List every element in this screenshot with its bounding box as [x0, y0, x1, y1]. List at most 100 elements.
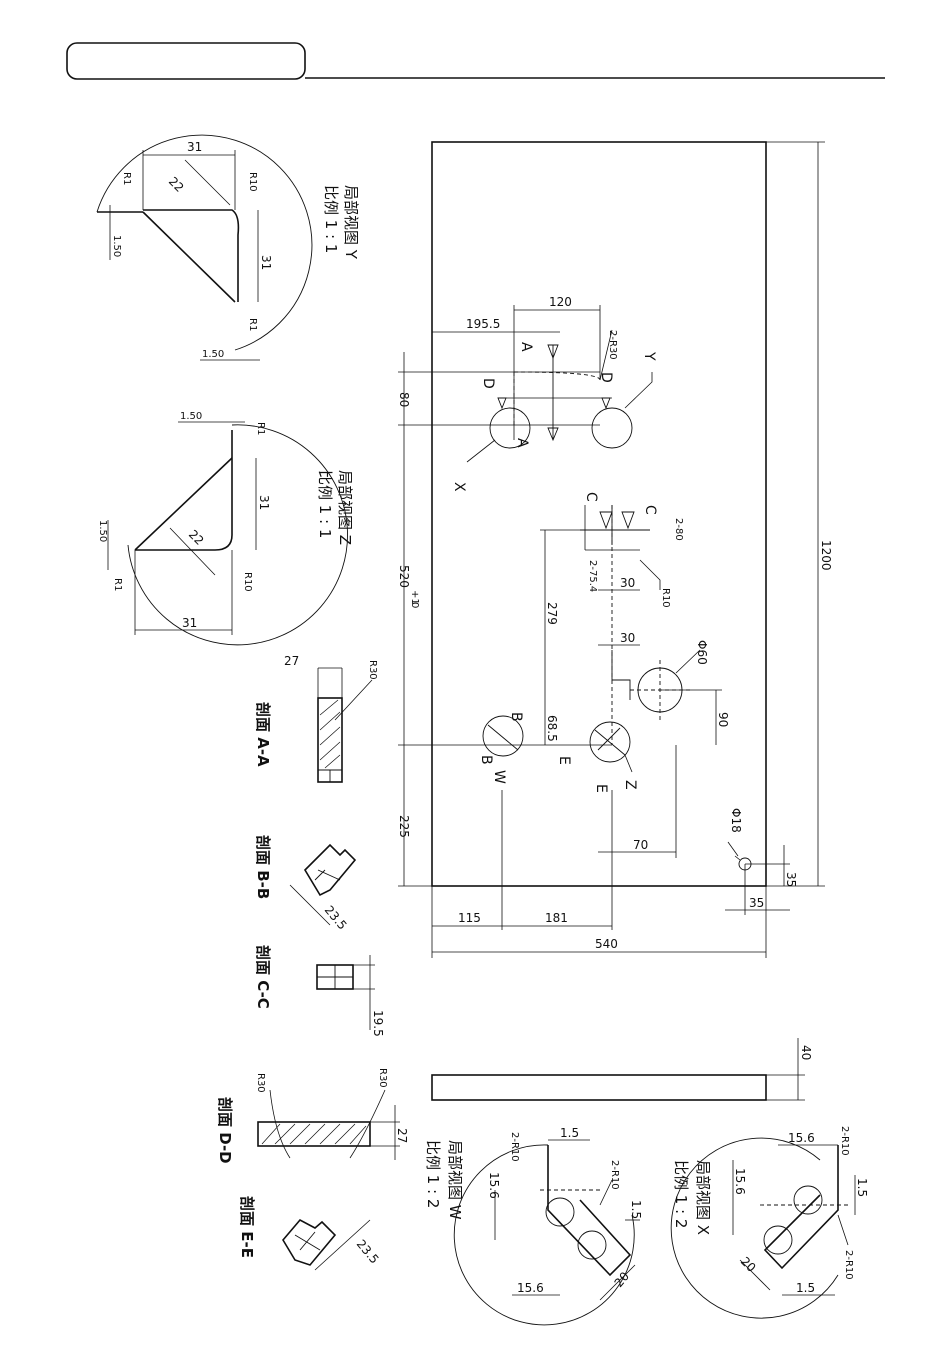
dim-181: 181	[545, 911, 568, 925]
dim-90: 90	[716, 712, 730, 727]
marker-y: Y	[641, 351, 657, 361]
dim-520-tol-top: +1	[409, 590, 420, 605]
section-aa-r30: R30	[367, 660, 378, 680]
section-aa: 27 R30 剖面 A-A	[254, 654, 378, 783]
marker-c-left: C	[583, 492, 599, 502]
hole-y	[591, 407, 633, 449]
detail-w-dim-1-5-top: 1.5	[560, 1126, 579, 1140]
title-box	[66, 42, 306, 80]
detail-x-r2-10-top: 2-R10	[839, 1126, 850, 1156]
detail-x-title: 局部视图 X	[694, 1160, 712, 1235]
detail-z-dim-31-bottom: 31	[182, 616, 197, 630]
detail-y-dim-22: 22	[166, 174, 187, 195]
detail-z-r1-top: R1	[255, 422, 266, 435]
detail-z-r1-left: R1	[112, 578, 123, 591]
hole-x	[489, 407, 531, 449]
dim-279: 279	[545, 602, 559, 625]
dim-2-r30: 2-R30	[607, 330, 618, 360]
section-bb-title: 剖面 B-B	[254, 835, 272, 899]
detail-y-dim-1-50-bottom: 1.50	[202, 349, 224, 360]
detail-w-dim-20: 20	[612, 1269, 633, 1290]
detail-y-r10: R10	[247, 172, 258, 192]
detail-y-r1-b: R1	[247, 318, 258, 331]
detail-z-dim-1-50-top: 1.50	[180, 411, 202, 422]
dim-68-5: 68.5	[545, 715, 559, 742]
dim-2-80: 2-80	[673, 518, 684, 541]
detail-x-dim-1-5-right: 1.5	[855, 1178, 869, 1197]
section-ee: 23.5 剖面 E-E	[238, 1196, 382, 1271]
detail-z-r10: R10	[242, 572, 253, 592]
detail-x-dim-1-5-bottom: 1.5	[796, 1281, 815, 1295]
dim-35-vert: 35	[784, 872, 798, 887]
detail-z-dim-31-right: 31	[257, 495, 271, 510]
dim-115: 115	[458, 911, 481, 925]
marker-a-top: A	[518, 342, 534, 352]
marker-e-left: E	[556, 756, 572, 765]
hole-z	[589, 721, 631, 763]
dim-225: 225	[397, 815, 411, 838]
detail-w-title: 局部视图 W	[446, 1140, 464, 1220]
detail-x-dim-20: 20	[738, 1254, 759, 1275]
detail-y-scale: 比例 1 : 1	[322, 185, 340, 253]
detail-w-r2-10-top: 2-R10	[509, 1132, 520, 1162]
marker-z: Z	[622, 780, 638, 790]
section-dd-r30-right: R30	[377, 1068, 388, 1088]
dim-35-horiz: 35	[749, 896, 764, 910]
main-plate-view: 1200 540 115 181 80 520 +1 0 225 195.5 1…	[397, 141, 833, 958]
detail-y-dim-31-top: 31	[187, 140, 202, 154]
dim-120: 120	[549, 295, 572, 309]
section-dd-r30-left: R30	[255, 1073, 266, 1093]
marker-b-top: B	[508, 712, 524, 722]
detail-y-title: 局部视图 Y	[342, 185, 360, 260]
dim-40: 40	[799, 1045, 813, 1060]
detail-w-dim-1-5-right: 1.5	[629, 1200, 643, 1219]
section-bb-dim-23-5: 23.5	[322, 903, 350, 932]
section-dd-dim-27: 27	[395, 1128, 409, 1143]
detail-y-dim-1-50-left: 1.50	[111, 235, 122, 257]
dim-540: 540	[595, 937, 618, 951]
dim-195-5: 195.5	[466, 317, 500, 331]
detail-z-title: 局部视图 Z	[336, 470, 354, 545]
detail-w-dim-15-6-left: 15.6	[487, 1172, 501, 1199]
marker-d-left: D	[480, 378, 496, 389]
section-aa-title: 剖面 A-A	[254, 702, 272, 767]
detail-w-dim-15-6-bottom: 15.6	[517, 1281, 544, 1295]
marker-c-right: C	[642, 505, 658, 515]
detail-w-r2-10-right: 2-R10	[609, 1160, 620, 1190]
detail-y-dim-31-right: 31	[259, 255, 273, 270]
section-ee-title: 剖面 E-E	[238, 1196, 256, 1258]
detail-w-scale: 比例 1 : 2	[424, 1140, 442, 1208]
section-bb: 23.5 剖面 B-B	[254, 835, 357, 932]
dim-30-lower: 30	[620, 631, 635, 645]
section-dd-title: 剖面 D-D	[216, 1097, 234, 1164]
detail-x-dim-15-6-left: 15.6	[733, 1168, 747, 1195]
section-cc-title: 剖面 C-C	[254, 945, 272, 1009]
hole-w	[482, 715, 524, 757]
detail-z-scale: 比例 1 : 1	[316, 470, 334, 538]
section-cc-dim-19-5: 19.5	[371, 1010, 385, 1037]
dim-30-upper: 30	[620, 576, 635, 590]
section-aa-dim-27: 27	[284, 654, 299, 668]
dim-520-tol-bot: 0	[409, 602, 420, 608]
marker-b-bottom: B	[478, 755, 494, 765]
section-ee-dim-23-5: 23.5	[354, 1237, 382, 1266]
detail-y: 31 22 31 R1 R10 R1 1.50 1.50 局部视图 Y 比例 1…	[96, 134, 360, 361]
side-view-outline	[431, 1074, 767, 1101]
marker-d-right: D	[598, 372, 614, 383]
marker-x: X	[451, 482, 467, 492]
plate-outline	[431, 141, 767, 887]
detail-x-scale: 比例 1 : 2	[672, 1160, 690, 1228]
detail-x-r2-10-bottom: 2-R10	[843, 1250, 854, 1280]
dim-80: 80	[397, 392, 411, 407]
marker-a-bottom: A	[514, 438, 530, 448]
detail-x-dim-15-6-top: 15.6	[788, 1131, 815, 1145]
side-view: 40	[431, 1038, 813, 1101]
detail-y-r1-a: R1	[121, 172, 132, 185]
section-cc: 19.5 剖面 C-C	[254, 945, 385, 1037]
dim-2-75-4: 2-75.4	[587, 560, 598, 592]
detail-x: 15.6 2-R10 1.5 2-R10 15.6 20 1.5 局部视图 X …	[670, 1126, 869, 1319]
dim-r10: R10	[660, 588, 671, 608]
detail-z: 1.50 R1 31 22 R10 31 1.50 R1 局部视图 Z 比例 1…	[97, 411, 354, 646]
section-dd: R30 R30 27 剖面 D-D	[216, 1068, 409, 1164]
